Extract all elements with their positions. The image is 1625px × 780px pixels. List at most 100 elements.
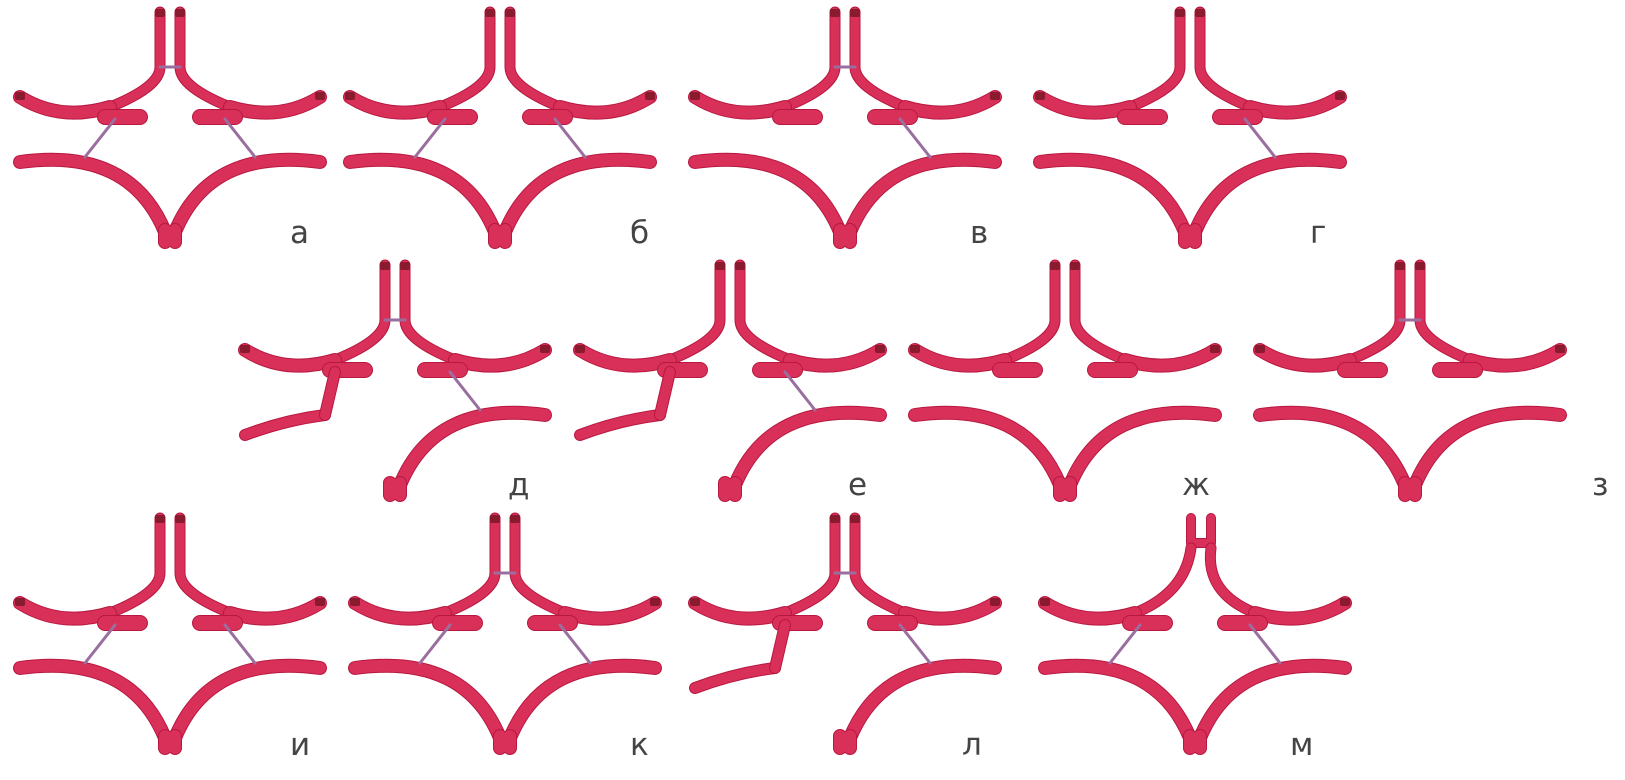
left-mca-cap (690, 92, 700, 100)
left-aca-cap (1395, 262, 1405, 270)
left-pca-vessel (915, 413, 1060, 485)
left-aca-vessel (1005, 265, 1055, 360)
basilar-vessel (390, 483, 400, 495)
right-pca-vessel (505, 160, 650, 232)
left-mca-cap (350, 598, 360, 606)
right-mca-cap (1340, 598, 1350, 606)
left-mca-vessel (1045, 603, 1135, 619)
right-pcom-connector (900, 119, 930, 157)
vessel-circle-variant (350, 515, 660, 748)
left-aca-vessel (440, 12, 490, 107)
right-aca-cap (400, 262, 410, 270)
left-pca-vessel (350, 160, 495, 232)
left-pca-vessel (355, 666, 500, 738)
left-mca-vessel (1260, 350, 1350, 366)
right-pcom-connector (1245, 119, 1275, 157)
right-mca-vessel (1125, 350, 1215, 366)
basilar-vessel (1185, 230, 1195, 242)
right-mca-vessel (560, 97, 650, 113)
basilar-vessel (500, 736, 510, 748)
variant-label-b: б (630, 218, 649, 249)
right-aca-vessel (180, 518, 230, 613)
left-aca-vessel (1350, 265, 1400, 360)
left-mca-vessel (355, 603, 445, 619)
variant-label-a: а (290, 218, 309, 249)
right-aca-vessel (405, 265, 455, 360)
left-aca-vessel (785, 12, 835, 107)
right-mca-vessel (1250, 97, 1340, 113)
right-aca-vessel (855, 12, 905, 107)
vessel-circle-variant (1040, 518, 1350, 748)
left-pcom-connector (415, 119, 445, 157)
right-mca-cap (1335, 92, 1345, 100)
left-aca-vessel (670, 265, 720, 360)
vessel-circle-variant (1035, 9, 1345, 242)
right-aca-cap (505, 9, 515, 17)
left-aca-vessel (110, 518, 160, 613)
vessel-circle-variant (690, 9, 1000, 242)
left-mca-cap (910, 345, 920, 353)
left-mca-cap (240, 345, 250, 353)
left-aca-vessel (110, 12, 160, 107)
right-mca-cap (645, 92, 655, 100)
right-aca-vessel (510, 12, 560, 107)
basilar-vessel (1405, 483, 1415, 495)
left-aca-vessel (335, 265, 385, 360)
left-mca-vessel (20, 97, 110, 113)
right-mca-vessel (565, 603, 655, 619)
right-mca-cap (315, 92, 325, 100)
variant-label-v: в (970, 218, 988, 249)
left-aca-cap (155, 515, 165, 523)
left-pcom-fetal-vessel (325, 372, 335, 415)
left-pcom-fetal-vessel (660, 372, 670, 415)
right-mca-cap (1555, 345, 1565, 353)
variant-label-m: м (1290, 730, 1313, 761)
vessel-circle-variant (345, 9, 655, 242)
left-pcom-connector (420, 625, 450, 663)
right-pcom-connector (900, 625, 930, 663)
left-pca-vessel (1045, 666, 1190, 738)
variant-label-k: к (630, 730, 649, 761)
left-mca-vessel (580, 350, 670, 366)
vessel-circle-variant (15, 515, 325, 748)
right-pcom-connector (1250, 625, 1280, 663)
vessel-circle-variant (240, 262, 550, 495)
right-pcom-connector (555, 119, 585, 157)
right-mca-vessel (230, 603, 320, 619)
right-aca-vessel (1075, 265, 1125, 360)
left-mca-cap (1255, 345, 1265, 353)
basilar-vessel (495, 230, 505, 242)
left-mca-vessel (350, 97, 440, 113)
left-pcom-connector (1110, 625, 1140, 663)
right-aca-cap (735, 262, 745, 270)
left-mca-vessel (695, 603, 785, 619)
right-aca-vessel (180, 12, 230, 107)
basilar-vessel (165, 736, 175, 748)
left-pca-vessel (695, 160, 840, 232)
left-aca-cap (155, 9, 165, 17)
right-mca-vessel (905, 603, 995, 619)
right-aca-cap (850, 9, 860, 17)
left-mca-vessel (20, 603, 110, 619)
right-mca-vessel (455, 350, 545, 366)
right-pcom-connector (785, 372, 815, 410)
left-aca-vessel (1130, 12, 1180, 107)
variant-label-z: з (1592, 470, 1608, 501)
left-aca-cap (490, 515, 500, 523)
left-mca-vessel (1040, 97, 1130, 113)
left-mca-cap (345, 92, 355, 100)
basilar-vessel (1190, 736, 1200, 748)
right-aca-vessel (740, 265, 790, 360)
aca-loop-vessel (1191, 518, 1211, 543)
right-mca-cap (990, 598, 1000, 606)
variant-label-e: е (848, 470, 867, 501)
basilar-vessel (840, 736, 850, 748)
left-mca-vessel (915, 350, 1005, 366)
left-pcom-fetal-vessel (775, 625, 785, 668)
left-aca-cap (380, 262, 390, 270)
right-aca-cap (1195, 9, 1205, 17)
left-mca-vessel (695, 97, 785, 113)
right-mca-cap (1210, 345, 1220, 353)
variant-label-l: л (962, 730, 982, 761)
